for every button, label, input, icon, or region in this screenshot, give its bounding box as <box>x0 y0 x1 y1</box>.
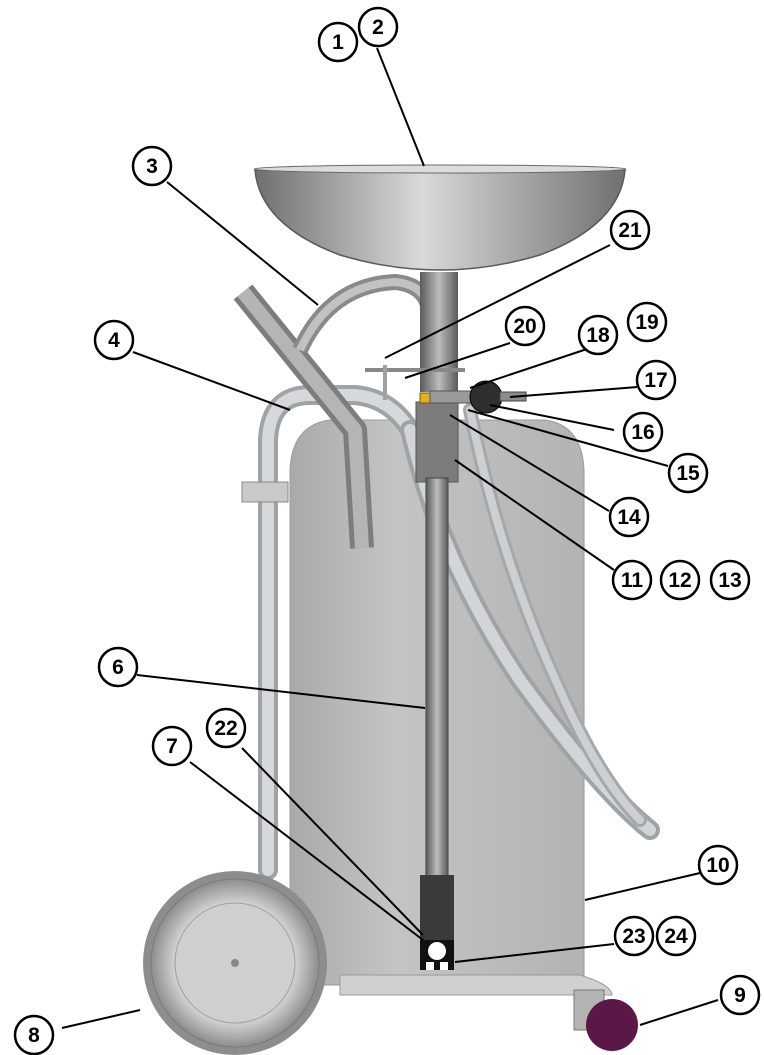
callout-circle <box>613 915 655 957</box>
callout-circle <box>719 974 761 1016</box>
caster-wheel <box>586 999 638 1051</box>
callout-3: 3 <box>131 145 173 187</box>
callout-circle <box>577 314 619 356</box>
callout-13: 13 <box>709 559 751 601</box>
callout-22: 22 <box>205 707 247 749</box>
callout-14: 14 <box>608 496 650 538</box>
callout-label: 1 <box>332 31 344 54</box>
sleeve <box>415 401 459 483</box>
callout-circle <box>317 21 359 63</box>
funnel-rim <box>253 164 627 174</box>
callout-circle <box>93 319 135 361</box>
callout-label: 2 <box>372 16 384 39</box>
callout-20: 20 <box>504 305 546 347</box>
callout-19: 19 <box>626 301 668 343</box>
callout-circle <box>626 301 668 343</box>
callout-circle <box>697 844 739 886</box>
callout-16: 16 <box>622 411 664 453</box>
callout-9: 9 <box>719 974 761 1016</box>
callout-6: 6 <box>97 646 139 688</box>
callout-label: 8 <box>28 1024 40 1047</box>
callout-circle <box>609 209 651 251</box>
callout-24: 24 <box>655 915 697 957</box>
callout-label: 21 <box>618 219 642 242</box>
callout-label: 16 <box>631 421 654 444</box>
base-plate <box>339 974 613 996</box>
callout-label: 15 <box>676 462 700 485</box>
callout-circle <box>131 145 173 187</box>
callout-label: 13 <box>718 569 741 592</box>
callout-circle <box>667 452 709 494</box>
callout-circle <box>608 496 650 538</box>
callout-circle <box>13 1014 55 1055</box>
callout-label: 4 <box>108 329 120 352</box>
callout-circle <box>357 6 399 48</box>
callout-label: 9 <box>734 984 746 1007</box>
callout-circle <box>205 707 247 749</box>
suction-tube <box>425 477 449 879</box>
callout-11: 11 <box>611 559 653 601</box>
callout-1: 1 <box>317 21 359 63</box>
callout-label: 20 <box>513 315 536 338</box>
callout-label: 7 <box>166 735 178 758</box>
callout-circle <box>504 305 546 347</box>
callout-circle <box>97 646 139 688</box>
callout-label: 11 <box>621 569 644 592</box>
funnel-bowl <box>254 169 626 271</box>
callout-12: 12 <box>659 559 701 601</box>
callout-label: 14 <box>617 506 641 529</box>
callout-circle <box>655 915 697 957</box>
leader-lines <box>61 47 719 1029</box>
callout-circle <box>635 359 677 401</box>
callout-label: 12 <box>668 569 691 592</box>
callout-circle <box>151 725 193 767</box>
callout-label: 17 <box>644 369 667 392</box>
callout-2: 2 <box>357 6 399 48</box>
callout-label: 23 <box>622 925 645 948</box>
callout-23: 23 <box>613 915 655 957</box>
callout-15: 15 <box>667 452 709 494</box>
callout-21: 21 <box>609 209 651 251</box>
callout-circle <box>611 559 653 601</box>
callout-label: 10 <box>706 854 729 877</box>
hose-clip <box>241 481 289 503</box>
callout-18: 18 <box>577 314 619 356</box>
callout-label: 3 <box>146 155 158 178</box>
callout-label: 6 <box>112 656 124 679</box>
callout-7: 7 <box>151 725 193 767</box>
callout-10: 10 <box>697 844 739 886</box>
callout-label: 24 <box>664 925 688 948</box>
callout-label: 19 <box>635 311 658 334</box>
callout-circle <box>659 559 701 601</box>
callout-circle <box>709 559 751 601</box>
funnel-neck <box>420 272 458 392</box>
callout-4: 4 <box>93 319 135 361</box>
callout-circle <box>622 411 664 453</box>
callout-label: 18 <box>586 324 610 347</box>
callout-8: 8 <box>13 1014 55 1055</box>
callout-17: 17 <box>635 359 677 401</box>
callout-label: 22 <box>214 717 237 740</box>
